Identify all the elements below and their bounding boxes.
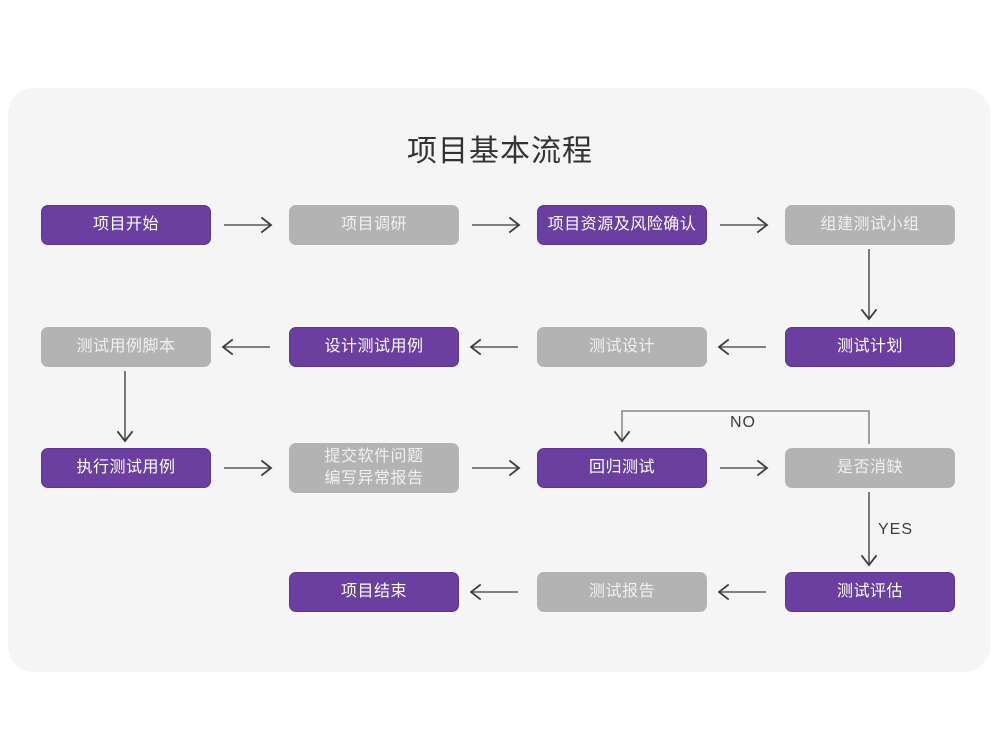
node-test-report[interactable]: 测试报告: [537, 572, 707, 612]
node-form-test-team[interactable]: 组建测试小组: [785, 205, 955, 245]
node-project-end[interactable]: 项目结束: [289, 572, 459, 612]
node-regression-test[interactable]: 回归测试: [537, 448, 707, 488]
node-project-research[interactable]: 项目调研: [289, 205, 459, 245]
node-test-case-script[interactable]: 测试用例脚本: [41, 327, 211, 367]
node-design-test-cases[interactable]: 设计测试用例: [289, 327, 459, 367]
node-project-start[interactable]: 项目开始: [41, 205, 211, 245]
node-test-plan[interactable]: 测试计划: [785, 327, 955, 367]
edge-label-no: NO: [730, 414, 756, 431]
node-test-design[interactable]: 测试设计: [537, 327, 707, 367]
node-defect-resolved-decision[interactable]: 是否消缺: [785, 448, 955, 488]
node-submit-defect-report[interactable]: 提交软件问题 编写异常报告: [289, 443, 459, 493]
node-test-evaluation[interactable]: 测试评估: [785, 572, 955, 612]
node-execute-test-cases[interactable]: 执行测试用例: [41, 448, 211, 488]
node-resource-risk-confirm[interactable]: 项目资源及风险确认: [537, 205, 707, 245]
edge-label-yes: YES: [878, 521, 914, 538]
page-title: 项目基本流程: [407, 135, 593, 168]
